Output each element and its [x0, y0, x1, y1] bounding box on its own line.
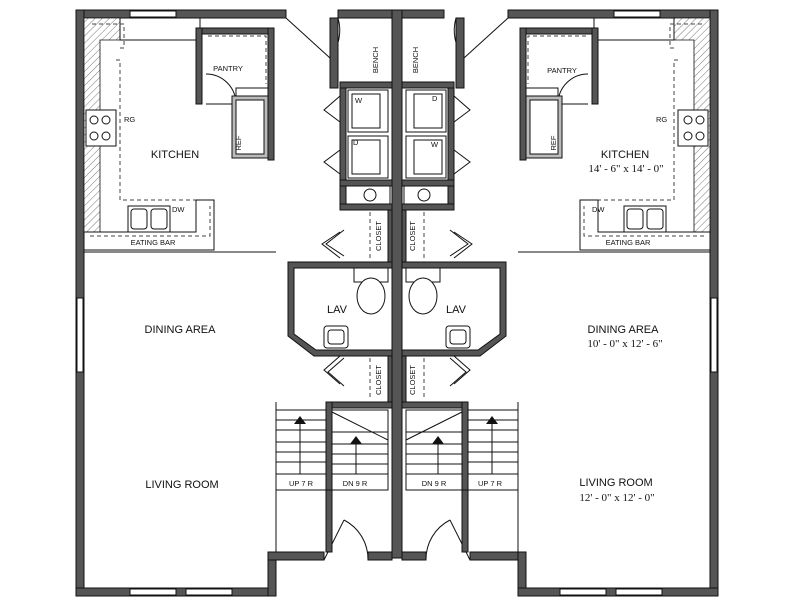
left-stair-down-label: DN 9 R: [343, 479, 368, 488]
right-stair-up-label: UP 7 R: [478, 479, 503, 488]
left-range-label: RG: [124, 115, 135, 124]
right-stair-down-label: DN 9 R: [422, 479, 447, 488]
right-closet-upper-label: CLOSET: [408, 221, 417, 251]
left-living-label: LIVING ROOM: [145, 479, 218, 491]
right-dining-label: DINING AREA: [588, 324, 660, 336]
right-stair-up-treads: [468, 416, 518, 475]
left-closet-lower-label: CLOSET: [374, 365, 383, 395]
right-living-dimension: 12' - 0" x 12' - 0": [579, 492, 654, 504]
left-dishwasher-label: DW: [172, 205, 185, 214]
right-living-label: LIVING ROOM: [579, 477, 652, 489]
windows: [76, 10, 718, 596]
left-lav-label: LAV: [327, 304, 348, 316]
left-ref-label: REF: [234, 135, 243, 150]
left-labels: KITCHEN PANTRY REF RG DW EATING BAR DINI…: [124, 47, 383, 491]
right-stair-down-treads: [405, 411, 463, 475]
left-eating-bar-label: EATING BAR: [131, 238, 176, 247]
right-dining-dimension: 10' - 0" x 12' - 6": [587, 338, 662, 350]
right-range-label: RG: [656, 115, 667, 124]
right-kitchen-label: KITCHEN: [601, 149, 649, 161]
exterior-walls: [75, 9, 719, 597]
left-stair-up-label: UP 7 R: [289, 479, 314, 488]
right-closet-lower-label: CLOSET: [408, 365, 417, 395]
right-lav-label: LAV: [446, 304, 467, 316]
left-unit: [83, 17, 393, 561]
right-dryer-label: D: [432, 94, 438, 103]
right-bench-label: BENCH: [411, 47, 420, 73]
right-washer-label: W: [431, 140, 439, 149]
right-unit: [401, 17, 711, 561]
left-pantry-label: PANTRY: [213, 64, 243, 73]
left-washer-label: W: [355, 96, 363, 105]
right-pantry-label: PANTRY: [547, 66, 577, 75]
left-dining-label: DINING AREA: [145, 324, 217, 336]
right-dishwasher-label: DW: [592, 205, 605, 214]
left-stair-down-treads: [331, 411, 389, 475]
left-closet-upper-label: CLOSET: [374, 221, 383, 251]
entry-doors-top: [285, 17, 509, 89]
right-eating-bar-label: EATING BAR: [606, 238, 651, 247]
left-dryer-label: D: [353, 138, 359, 147]
left-kitchen-label: KITCHEN: [151, 149, 199, 161]
left-bench-label: BENCH: [371, 47, 380, 73]
right-labels: KITCHEN 14' - 6" x 14' - 0" PANTRY REF R…: [408, 47, 667, 504]
left-stair-up-treads: [276, 416, 326, 475]
right-ref-label: REF: [549, 135, 558, 150]
right-kitchen-dimension: 14' - 6" x 14' - 0": [588, 163, 663, 175]
